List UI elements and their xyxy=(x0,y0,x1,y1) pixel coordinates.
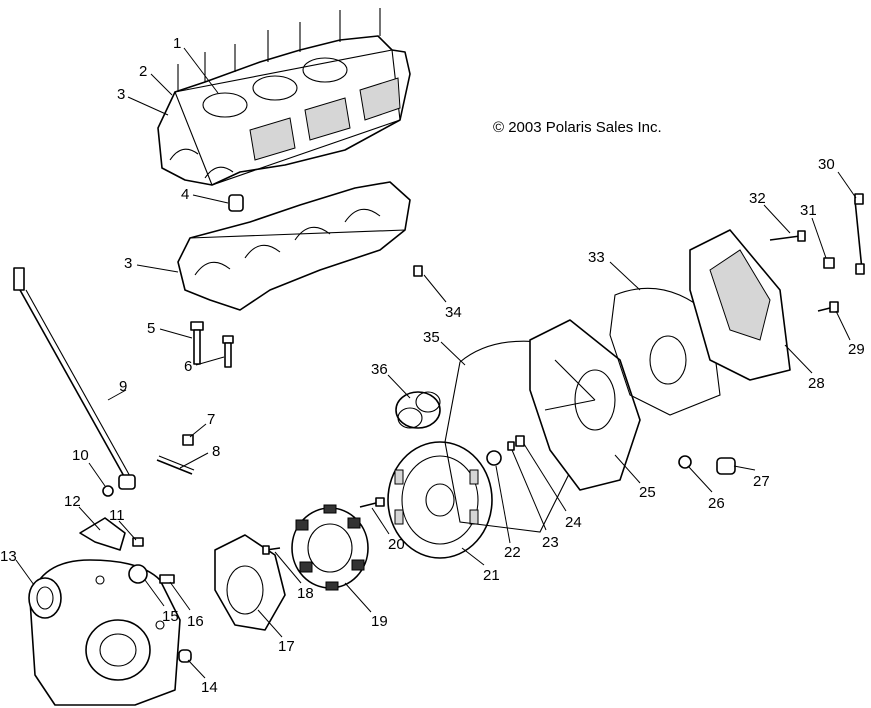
spring-part-23 xyxy=(507,441,515,451)
callout-labels: 1 2 3 3 4 5 6 7 8 9 10 11 12 13 14 15 16… xyxy=(0,35,865,696)
screw-part-18 xyxy=(262,545,281,555)
callout-13: 13 xyxy=(0,548,17,565)
leader-lines xyxy=(15,47,857,679)
callout-17: 17 xyxy=(278,638,295,655)
callout-12: 12 xyxy=(64,493,81,510)
callout-4: 4 xyxy=(181,186,189,203)
callout-36: 36 xyxy=(371,361,388,378)
stator-plate-part-17 xyxy=(214,534,286,631)
callout-10: 10 xyxy=(72,447,89,464)
callout-31: 31 xyxy=(800,202,817,219)
callout-28: 28 xyxy=(808,375,825,392)
gasket-part-33 xyxy=(609,287,721,416)
callout-30: 30 xyxy=(818,156,835,173)
callout-5: 5 xyxy=(147,320,155,337)
callout-25: 25 xyxy=(639,484,656,501)
bolt-part-20 xyxy=(359,497,385,508)
callout-26: 26 xyxy=(708,495,725,512)
callout-18: 18 xyxy=(297,585,314,602)
flywheel-part-21 xyxy=(387,441,493,559)
stator-part-19 xyxy=(291,504,369,591)
callout-21: 21 xyxy=(483,567,500,584)
callout-32: 32 xyxy=(749,190,766,207)
bushing-part-14 xyxy=(178,649,192,663)
nut-part-7 xyxy=(182,434,194,446)
callout-6: 6 xyxy=(184,358,192,375)
copyright-text: © 2003 Polaris Sales Inc. xyxy=(493,119,662,136)
callout-35: 35 xyxy=(423,329,440,346)
callout-9: 9 xyxy=(119,378,127,395)
callout-14: 14 xyxy=(201,679,218,696)
pin-part-16 xyxy=(159,574,175,584)
rod-part-8 xyxy=(156,455,195,475)
callout-29: 29 xyxy=(848,341,865,358)
gasket-part-35 xyxy=(444,340,591,533)
washer-part-10 xyxy=(102,485,114,497)
starter-drive-part-36 xyxy=(395,391,441,429)
bolt-part-31 xyxy=(823,257,835,269)
callout-1: 1 xyxy=(173,35,181,52)
callout-3-lower: 3 xyxy=(124,255,132,272)
callout-24: 24 xyxy=(565,514,582,531)
cap-part-27 xyxy=(716,457,736,475)
sensor-wire-part-9 xyxy=(13,267,136,490)
bolt-part-5 xyxy=(190,321,204,365)
bolt-part-32 xyxy=(769,230,806,242)
callout-23: 23 xyxy=(542,534,559,551)
callout-8: 8 xyxy=(212,443,220,460)
recoil-cover-part-28 xyxy=(689,229,791,381)
screw-part-11 xyxy=(132,537,144,547)
plunger-part-24 xyxy=(515,435,525,447)
callout-34: 34 xyxy=(445,304,462,321)
callout-22: 22 xyxy=(504,544,521,561)
callout-16: 16 xyxy=(187,613,204,630)
bolt-part-30 xyxy=(854,193,865,275)
magneto-cover-part-25 xyxy=(529,319,641,491)
callout-11: 11 xyxy=(109,507,125,524)
washer-part-26 xyxy=(678,455,692,469)
callout-27: 27 xyxy=(753,473,770,490)
seal-part-15 xyxy=(128,564,148,584)
bushing-part-4 xyxy=(228,194,244,212)
callout-7: 7 xyxy=(207,411,215,428)
callout-19: 19 xyxy=(371,613,388,630)
callout-2: 2 xyxy=(139,63,147,80)
callout-33: 33 xyxy=(588,249,605,266)
bolt-part-6 xyxy=(222,335,234,368)
bolt-part-29 xyxy=(817,301,839,313)
callout-3-upper: 3 xyxy=(117,86,125,103)
callout-15: 15 xyxy=(162,608,179,625)
callout-20: 20 xyxy=(388,536,405,553)
clip-part-12 xyxy=(79,517,126,551)
lower-crankcase xyxy=(177,181,411,311)
upper-crankcase xyxy=(157,8,411,186)
pto-housing-part-13 xyxy=(28,559,181,706)
washer-part-22 xyxy=(486,450,502,466)
plug-part-34 xyxy=(413,265,423,277)
